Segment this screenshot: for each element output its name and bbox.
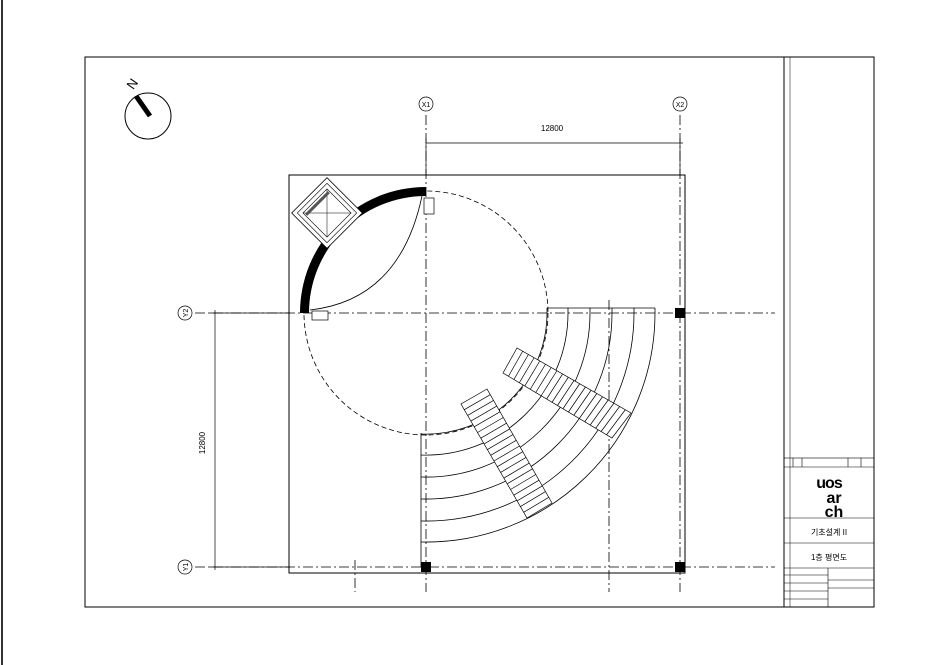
stair-tread <box>474 411 501 428</box>
building-outline <box>288 174 686 574</box>
tiered-seating <box>420 308 656 543</box>
stair-tread <box>529 364 546 390</box>
curved-glass-line <box>309 195 423 311</box>
stair-tread <box>546 373 563 400</box>
stair-tread <box>516 485 543 502</box>
drawing-frame <box>84 56 875 608</box>
grid-label-x1: X1 <box>422 102 431 109</box>
stair-tread <box>562 383 580 409</box>
stair-tread <box>523 496 549 513</box>
stair-tread <box>493 445 520 462</box>
stair-tread <box>470 405 497 422</box>
stair-tread <box>520 491 546 507</box>
stair-tread <box>507 468 533 485</box>
svg-text:ar: ar <box>826 490 841 507</box>
dashed-circle-outline <box>303 190 549 436</box>
stair-tread <box>513 479 540 496</box>
stair-tread <box>500 457 527 473</box>
stair-tread <box>487 434 514 450</box>
grid-bubble-x2: X2 <box>672 96 688 112</box>
grid-bubble-y1: Y1 <box>177 559 193 575</box>
seating-arc <box>420 308 635 522</box>
project-title: 기초설계 II <box>811 527 847 537</box>
grid-label-y2: Y2 <box>183 309 190 318</box>
stair-tread <box>480 422 507 439</box>
north-label: N <box>123 76 141 92</box>
columns <box>421 308 685 572</box>
seating-arc <box>420 308 548 435</box>
svg-text:uos: uos <box>816 475 843 492</box>
grid-lines <box>195 115 775 592</box>
stairs <box>460 347 632 519</box>
stair-tread <box>573 390 592 416</box>
elevator <box>291 177 363 249</box>
drawing-title: 1층 평면도 <box>811 552 847 562</box>
stair-tread <box>483 428 510 445</box>
stair-tread <box>535 367 552 393</box>
uos-arch-logo: uos ar ch <box>816 475 844 521</box>
dimension-label-horizontal: 12800 <box>541 124 564 133</box>
door-frame <box>311 310 329 321</box>
stair-tread <box>584 396 603 422</box>
stair-tread <box>490 439 517 456</box>
grid-bubble-y2: Y2 <box>177 305 193 321</box>
title-block <box>783 457 875 608</box>
stair-tread <box>477 417 504 433</box>
seating-arc <box>420 308 656 543</box>
stair-tread <box>508 351 524 377</box>
stair-tread <box>568 386 586 413</box>
stair-tread <box>503 462 530 479</box>
stair-tread <box>497 451 523 468</box>
seating-arc <box>420 308 591 478</box>
dimension-vertical <box>210 310 290 570</box>
dimension-label-vertical: 12800 <box>198 431 207 454</box>
stair-tread <box>464 394 491 411</box>
stair-tread <box>513 354 529 380</box>
stair-tread <box>600 406 620 432</box>
grid-label-y1: Y1 <box>183 563 190 572</box>
stair-tread <box>551 377 569 403</box>
stair-tread <box>595 403 615 429</box>
door-frame <box>423 197 435 215</box>
stair-run <box>502 347 632 439</box>
stair-tread <box>557 380 575 406</box>
stair-tread <box>524 360 541 387</box>
stair-tread <box>579 393 598 419</box>
stair-tread <box>519 357 535 383</box>
stair-tread <box>467 400 494 416</box>
stair-tread <box>510 474 536 490</box>
dimension-horizontal <box>425 138 683 175</box>
curved-wall <box>300 187 426 313</box>
grid-bubble-x1: X1 <box>418 96 434 112</box>
stair-tread <box>606 409 626 435</box>
stair-tread <box>589 399 609 426</box>
seating-arc <box>420 308 569 456</box>
north-arrow-icon: N <box>123 76 172 140</box>
grid-label-x2: X2 <box>676 102 685 109</box>
svg-text:ch: ch <box>825 504 844 521</box>
seating-arc <box>420 308 613 500</box>
stair-tread <box>540 370 558 396</box>
